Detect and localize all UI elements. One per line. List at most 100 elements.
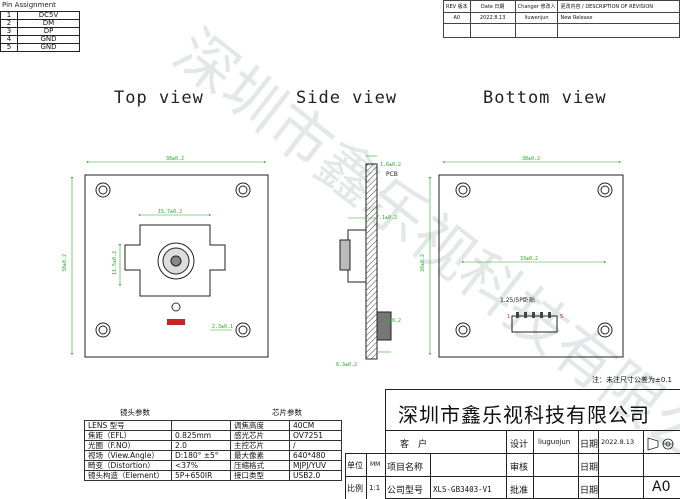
bottom-view-drawing: 38±0.2 38±0.2 33±0.2 1.25/5P卧贴 1 5 — [420, 156, 624, 358]
tb-row-line — [345, 476, 680, 477]
connector-pin1: 1 — [507, 314, 510, 320]
top-board-outline — [84, 174, 269, 358]
param-value: 2.0 — [171, 440, 231, 451]
dim-lens-width: 15.7±0.2 — [158, 209, 182, 215]
model-label: 公司型号 — [387, 486, 424, 496]
dim-side-a: 7.1±0.2 — [376, 215, 397, 221]
tb-col-line — [366, 453, 367, 499]
model-value: XLS-GB3403-V1 — [433, 485, 492, 494]
bottom-connector — [511, 315, 558, 333]
unit-value: MM — [370, 461, 381, 468]
date-label: 日期 — [580, 440, 599, 450]
bottom-board-outline — [438, 174, 624, 358]
tb-col-line — [430, 453, 431, 499]
design-label: 设计 — [510, 440, 529, 450]
dim-bot-height: 38±0.2 — [420, 254, 426, 272]
component-logo — [167, 302, 185, 325]
red-mark — [167, 319, 185, 325]
param-key: 畸变（Distortion） — [84, 460, 172, 471]
param-value: 5P+650IR — [171, 470, 231, 481]
side-pcb-board — [365, 163, 378, 360]
design-value: liuguojun — [538, 438, 571, 446]
customer-label: 客 户 — [400, 440, 428, 450]
param-key: 视场（View.Angle） — [84, 450, 172, 461]
param-value: / — [289, 440, 342, 451]
param-key: 调焦高度 — [230, 420, 290, 431]
tb-col-line — [385, 430, 386, 499]
dim-bot-width: 38±0.2 — [522, 156, 540, 162]
tb-col-line — [506, 430, 507, 499]
dim-side-c: 6.3±0.2 — [336, 362, 357, 368]
dim-side-pcb: 1.6±0.2 — [380, 162, 401, 168]
lens-param-table: LENS 型号 调焦高度 40CM 焦距（EFL） 0.825mm 感光芯片 O… — [84, 420, 342, 481]
table-row: 焦距（EFL） 0.825mm 感光芯片 OV7251 — [84, 430, 342, 441]
tb-col-line — [598, 430, 599, 499]
item-name-label: 项目名称 — [387, 463, 424, 473]
table-row: LENS 型号 调焦高度 40CM — [84, 420, 342, 431]
pin-name: GND — [17, 43, 80, 52]
param-value: OV7251 — [289, 430, 342, 441]
chip-table-title: 芯片参数 — [272, 408, 302, 417]
table-row: 镜头构造（Element） 5P+650IR 接口类型 USB2.0 — [84, 470, 342, 481]
revision-table: REV 版本 Date 日期 Changer 修改人 更改内容 / DESCRI… — [443, 0, 680, 38]
side-pcb-label: PCB — [386, 171, 398, 178]
scale-value: 1:1 — [369, 484, 381, 492]
param-value: 40CM — [289, 420, 342, 431]
lens-holder-outline — [124, 224, 226, 297]
projection-symbol-icon — [647, 437, 674, 451]
review-date-label: 日期 — [580, 463, 599, 473]
date-value: 2022.8.13 — [601, 438, 635, 446]
approve-date-label: 日期 — [580, 486, 599, 496]
company-name: 深圳市鑫乐视科技有限公司 — [398, 403, 650, 427]
dim-lens-height: 11.5±0.2 — [112, 251, 118, 275]
tb-row-line — [345, 453, 680, 454]
param-value: <37% — [171, 460, 231, 471]
dim-bot-inner: 33±0.2 — [520, 256, 538, 262]
param-value: 0.825mm — [171, 430, 231, 441]
tb-col-line — [643, 430, 644, 499]
side-connector — [376, 311, 392, 341]
param-key: 主控芯片 — [230, 440, 290, 451]
title-block-divider — [385, 430, 680, 431]
connector-pins — [516, 312, 551, 318]
dim-top-width: 38±0.2 — [166, 156, 184, 162]
scale-label: 比例 — [347, 484, 363, 493]
tb-col-line — [345, 453, 346, 499]
revision-mark: A0 — [652, 479, 671, 495]
table-row: 光圈（F.NO） 2.0 主控芯片 / — [84, 440, 342, 451]
side-view-title: Side view — [296, 88, 398, 108]
param-key: 感光芯片 — [230, 430, 290, 441]
param-key: 最大像素 — [230, 450, 290, 461]
connector-pin5: 5 — [560, 314, 563, 320]
param-key: 接口类型 — [230, 470, 290, 481]
param-key: 光圈（F.NO） — [84, 440, 172, 451]
bottom-corner-holes — [455, 182, 613, 338]
lens-table-title: 镜头参数 — [120, 408, 150, 417]
param-key: 压缩格式 — [230, 460, 290, 471]
side-lens-barrel — [339, 239, 351, 271]
param-value — [171, 420, 231, 431]
param-value: D:180° ±5° — [171, 450, 231, 461]
param-key: LENS 型号 — [84, 420, 172, 431]
param-value: MJPJ/YUV — [289, 460, 342, 471]
top-view-title: Top view — [114, 88, 204, 108]
dim-hole: 2.3±0.1 — [212, 324, 233, 330]
param-key: 焦距（EFL） — [84, 430, 172, 441]
table-row: 视场（View.Angle） D:180° ±5° 最大像素 640*480 — [84, 450, 342, 461]
param-key: 镜头构造（Element） — [84, 470, 172, 481]
top-view-drawing: 38±0.2 38±0.2 15.7±0.2 11.5±0.2 2.3±0.1 — [62, 156, 269, 358]
lens-center — [170, 255, 182, 267]
connector-label: 1.25/5P卧贴 — [500, 296, 535, 304]
param-value: USB2.0 — [289, 470, 342, 481]
lens-outer — [157, 242, 195, 280]
approve-label: 批准 — [510, 486, 529, 496]
bottom-view-title: Bottom view — [483, 88, 607, 108]
tolerance-note: 注：未注尺寸公差为±0.1 — [592, 376, 672, 384]
review-label: 审核 — [510, 463, 529, 473]
side-lens-holder — [347, 229, 367, 283]
dim-top-height: 38±0.2 — [62, 254, 68, 272]
tb-col-line — [578, 430, 579, 499]
